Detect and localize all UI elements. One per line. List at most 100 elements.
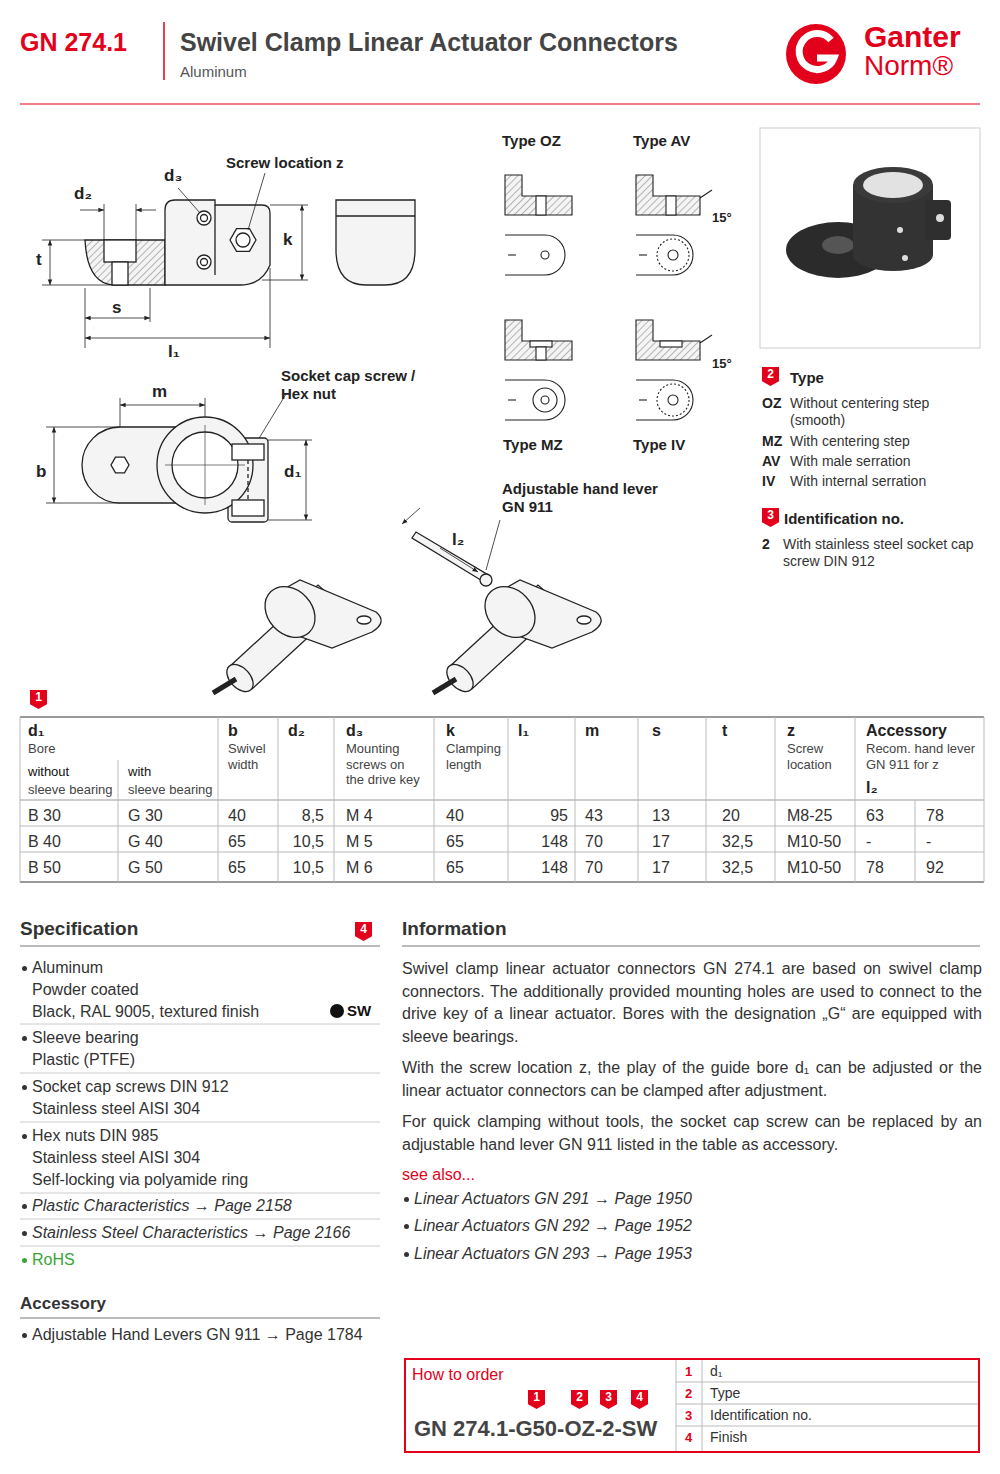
section-rules-part	[20, 1073, 380, 1074]
callout-number: 3	[762, 508, 779, 527]
order-value: Identification no.	[710, 1407, 812, 1424]
order-key: 4	[685, 1430, 692, 1446]
section-heading: Accessory	[20, 1294, 106, 1314]
type-icons-part	[636, 380, 693, 420]
spec-item: Black, RAL 9005, textured finish	[32, 1002, 259, 1021]
table-lines-part	[638, 717, 639, 882]
table-lines-part	[706, 717, 707, 882]
isometric-sketches-part	[255, 577, 325, 648]
legend-heading: Identification no.	[784, 510, 904, 528]
front-view-part	[112, 262, 128, 285]
table-subheader: Swivel width	[228, 741, 276, 772]
table-cell: -	[866, 832, 871, 851]
front-view-part	[201, 215, 208, 222]
order-heading: How to order	[412, 1365, 504, 1384]
logo-text: Norm®	[864, 52, 953, 80]
info-paragraph: For quick clamping without tools, the so…	[402, 1111, 982, 1156]
table-cell: M 4	[346, 806, 373, 825]
drawing-label: Type OZ	[502, 132, 561, 150]
section-rules-part	[20, 945, 380, 947]
table-cell: 17	[652, 832, 670, 851]
table-header: d₁	[28, 721, 44, 740]
dimension-lines-part	[150, 288, 151, 322]
legend-heading: Type	[790, 369, 824, 387]
top-view-part	[157, 417, 253, 513]
bullet	[404, 1252, 409, 1257]
table-header: Accessory	[866, 721, 947, 740]
type-icons-part	[636, 175, 700, 215]
see-also: see also...	[402, 1165, 475, 1184]
isometric-sketches-part	[412, 532, 490, 582]
legend-key: MZ	[762, 433, 782, 450]
dimension-lines-part	[268, 520, 312, 521]
logo-text: Ganter	[864, 22, 961, 52]
table-subheader: without	[28, 764, 69, 780]
table-cell: 70	[585, 832, 603, 851]
type-icons-part	[700, 190, 712, 198]
order-value: Type	[710, 1385, 740, 1402]
table-cell: M8-25	[787, 806, 832, 825]
dimension-lines-part	[268, 440, 312, 441]
section-rules-part	[20, 1246, 380, 1247]
legend-key: 2	[762, 536, 770, 553]
table-subheader: Mounting screws on the drive key	[346, 741, 426, 788]
section-heading: Information	[402, 918, 507, 941]
finish-code: SW	[347, 1002, 371, 1020]
table-cell: 148	[512, 832, 568, 851]
table-cell: 78	[926, 806, 944, 825]
table-cell: 65	[446, 832, 464, 851]
isometric-sketches-part	[357, 616, 371, 624]
grid-line	[676, 1382, 978, 1383]
type-icons-part	[508, 399, 516, 400]
type-icons-part	[505, 320, 572, 360]
table-header: s	[652, 721, 661, 740]
type-icons-part	[541, 251, 549, 259]
angle-label: 15°	[712, 210, 732, 226]
spec-item: Self-locking via polyamide ring	[32, 1170, 248, 1189]
table-cell: 40	[446, 806, 464, 825]
callout-number: 1	[30, 690, 47, 709]
bullet	[404, 1197, 409, 1202]
type-icons-part	[536, 196, 546, 215]
table-lines-part	[855, 717, 856, 882]
dimension-lines-part	[42, 285, 110, 286]
type-icons-part	[541, 396, 549, 404]
table-lines-part	[775, 717, 776, 882]
type-icons-part	[668, 250, 678, 260]
header-rules-part	[20, 104, 980, 105]
section-rules-part	[20, 1317, 380, 1319]
front-view	[85, 200, 270, 285]
reference-link: Linear Actuators GN 293 → Page 1953	[414, 1244, 692, 1263]
dimension-label: k	[283, 230, 292, 250]
rohs-mark: RoHS	[32, 1250, 75, 1269]
dimension-lines-part	[85, 318, 150, 319]
table-cell: 32,5	[722, 858, 753, 877]
table-lines-part	[218, 717, 219, 882]
reference-link: Linear Actuators GN 291 → Page 1950	[414, 1189, 692, 1208]
table-header: m	[585, 721, 599, 740]
dimension-label: d₂	[74, 184, 92, 204]
legend-key: OZ	[762, 395, 781, 412]
drawing-label: Type AV	[633, 132, 690, 150]
isometric-sketches-part	[480, 574, 492, 586]
type-icons-part	[639, 399, 647, 400]
dimension-label: s	[112, 298, 121, 318]
spec-item: Stainless steel AISI 304	[32, 1148, 200, 1167]
section-rules-part	[20, 1122, 380, 1123]
table-lines-part	[20, 800, 984, 801]
header-rules	[20, 22, 980, 104]
type-icons-part	[668, 395, 678, 405]
section-rules-part	[330, 1004, 344, 1018]
dimension-lines-part	[248, 173, 265, 230]
spec-item: Socket cap screws DIN 912	[32, 1077, 229, 1096]
info-paragraph: Swivel clamp linear actuator connectors …	[402, 958, 982, 1048]
table-cell: 65	[228, 832, 246, 851]
type-icons-part	[657, 239, 689, 271]
product-photo-part	[925, 200, 951, 240]
top-view-part	[232, 500, 264, 516]
leader-lines	[402, 508, 500, 572]
info-paragraph: With the screw location z, the play of t…	[402, 1057, 982, 1102]
front-view-part	[201, 259, 208, 266]
angle-label: 15°	[712, 356, 732, 372]
spec-item: Sleeve bearing	[32, 1028, 139, 1047]
